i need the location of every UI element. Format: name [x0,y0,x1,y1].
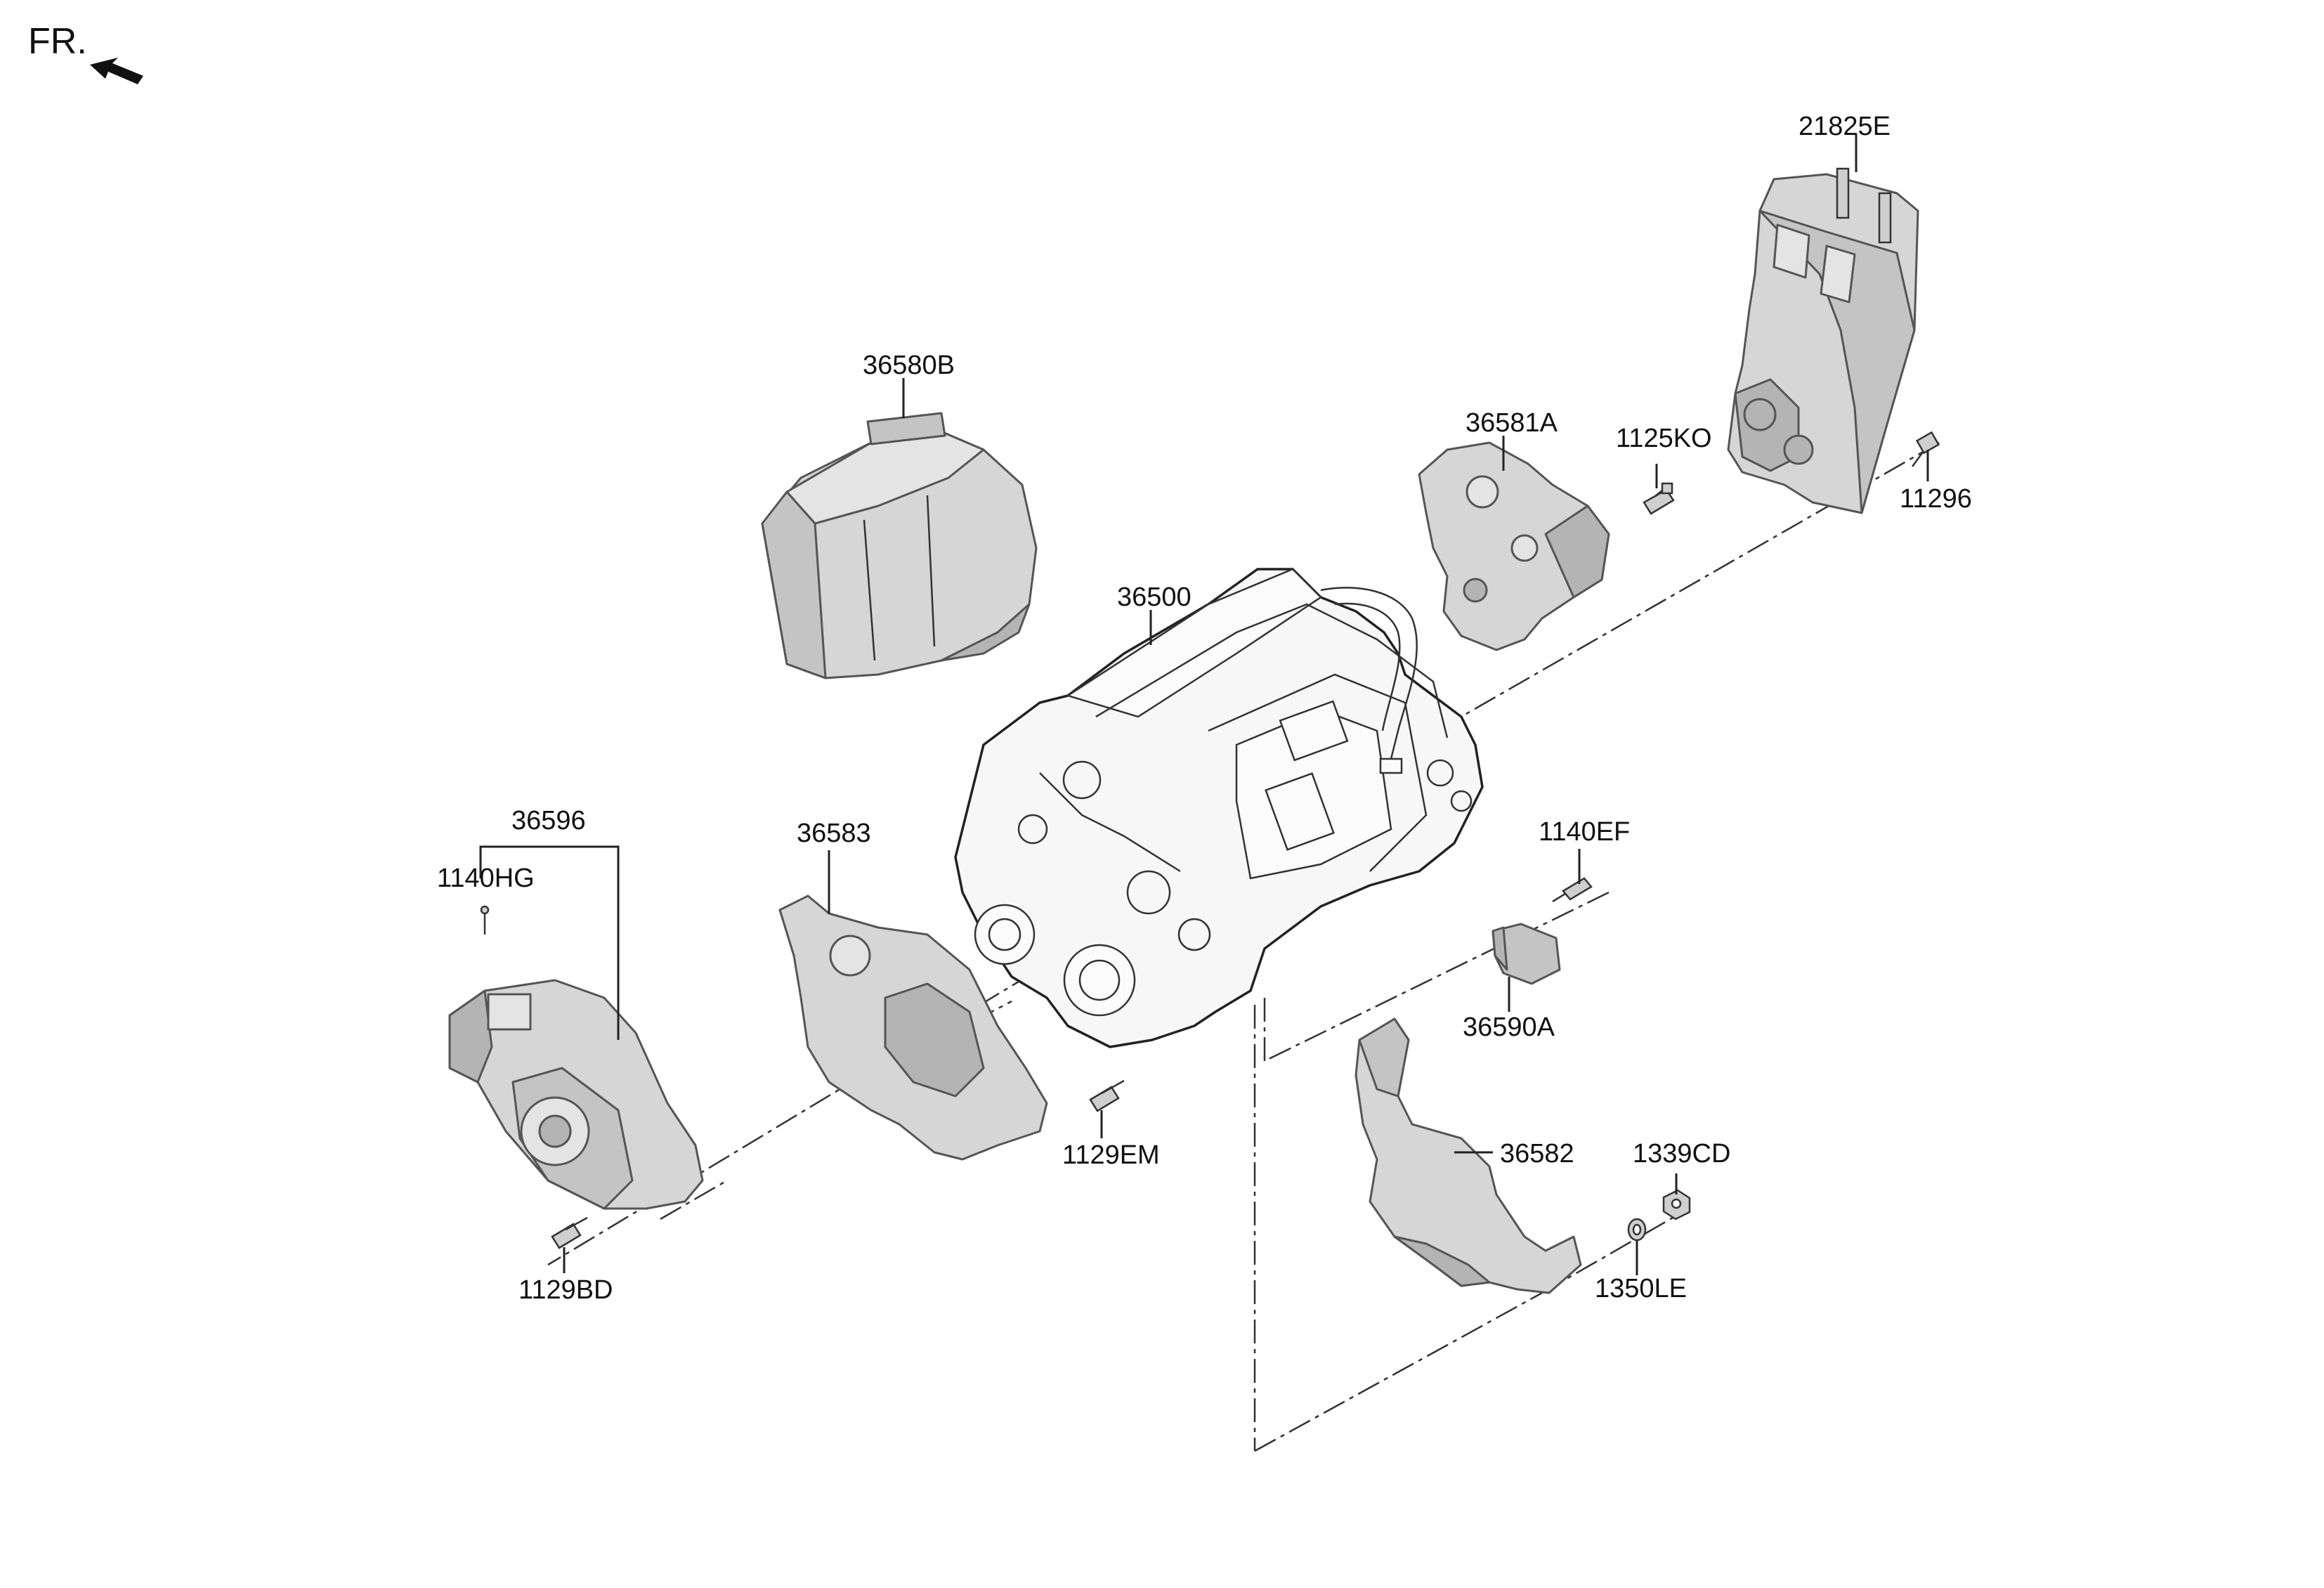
label-36596: 36596 [511,806,586,835]
label-36590A: 36590A [1463,1013,1555,1042]
part-1350LE-washer[interactable] [1627,1218,1647,1242]
label-1140EF: 1140EF [1539,817,1630,847]
part-21825E-mount-bracket[interactable] [1727,167,1919,514]
part-36581A-bracket[interactable] [1418,441,1610,651]
label-1339CD: 1339CD [1633,1139,1730,1169]
front-arrow-icon [90,58,143,84]
leader-lines [479,134,1929,1275]
label-1350LE: 1350LE [1595,1274,1687,1303]
part-1125KO-bolt[interactable] [1643,482,1675,515]
part-1140HG-stud[interactable] [480,905,490,935]
label-1140HG: 1140HG [437,864,535,893]
label-36500: 36500 [1117,583,1192,612]
label-21825E: 21825E [1799,112,1891,141]
part-1339CD-nut[interactable] [1662,1189,1691,1221]
part-36583-shield-plate[interactable] [778,894,1048,1161]
part-36500-motor-assembly[interactable] [954,568,1484,1048]
label-36581A: 36581A [1465,408,1558,438]
label-36583: 36583 [797,819,871,848]
part-36582-lower-shield[interactable] [1354,1017,1582,1294]
label-1125KO: 1125KO [1616,424,1712,453]
part-36590A-bracket[interactable] [1491,923,1561,985]
label-1129BD: 1129BD [518,1275,613,1305]
part-36596-mount-bracket[interactable] [448,979,704,1210]
label-36580B: 36580B [863,351,955,380]
label-11296: 11296 [1900,484,1972,514]
part-1129EM-bolt[interactable] [1089,1079,1125,1112]
label-36582: 36582 [1500,1139,1574,1169]
part-36580B-cover-shield[interactable] [761,412,1038,679]
part-1129BD-bolt[interactable] [551,1216,588,1249]
part-1140EF-bolt[interactable] [1552,877,1593,903]
part-11296-bolt[interactable] [1911,431,1940,467]
part-labels: 21825E 36580B 36581A 1125KO 11296 36500 … [437,112,1972,1305]
label-1129EM: 1129EM [1062,1140,1160,1170]
front-direction-label: FR. [28,21,87,62]
